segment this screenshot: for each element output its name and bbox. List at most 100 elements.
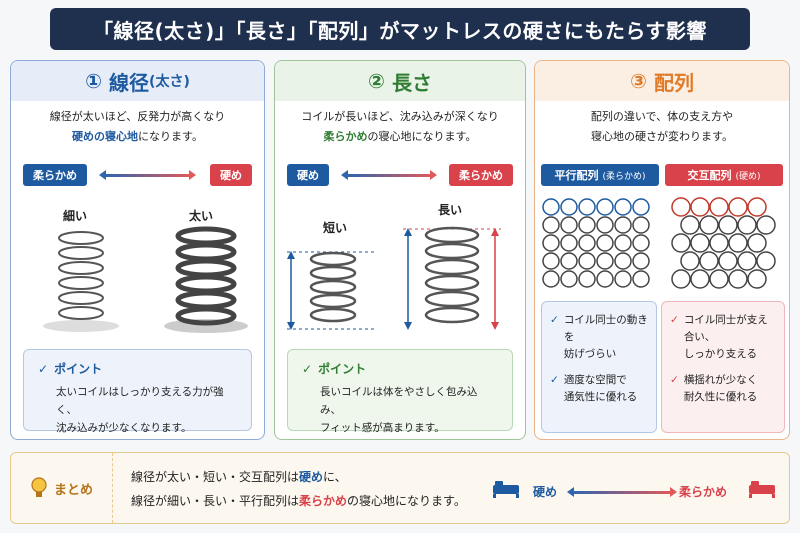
coil-circle xyxy=(542,270,560,288)
coil-circle xyxy=(756,215,776,235)
list-item: ✓コイル同士の動きを妨げづらい xyxy=(550,312,648,363)
coil-circle xyxy=(709,233,729,253)
parallel-title: 平行配列 xyxy=(554,169,599,182)
parallel-header: 平行配列(柔らかめ) xyxy=(541,164,659,186)
page-title: 「線径(太さ)」「長さ」「配列」がマットレスの硬さにもたらす影響 xyxy=(50,8,750,50)
check-icon: ✓ xyxy=(670,374,679,386)
coil-circle xyxy=(560,216,578,234)
column-title-sub: (太さ) xyxy=(149,74,190,90)
list-item: ✓ コイル同士が支え合い、しっかり支える xyxy=(670,312,776,363)
length-spring-illustration xyxy=(287,226,501,330)
desc-line: 柔らかめの寝心地になります。 xyxy=(275,127,525,147)
point-line: 沈み込みが少なくなります。 xyxy=(56,422,192,434)
summary-arrow xyxy=(567,487,677,497)
coil-circle xyxy=(632,216,650,234)
item-line: 妨げづらい xyxy=(563,348,617,360)
coil-circle xyxy=(542,216,560,234)
desc-line: 硬めの寝心地になります。 xyxy=(11,127,264,147)
coil-circle xyxy=(709,197,729,217)
summary-emphasis-hard: 硬め xyxy=(299,470,324,484)
check-icon: ✓ xyxy=(670,314,679,326)
coil-circle xyxy=(671,197,691,217)
hard-tag: 硬め xyxy=(287,164,329,186)
item-line: コイル同士が支え合い、 xyxy=(683,314,768,343)
summary-emphasis-soft: 柔らかめ xyxy=(299,494,348,508)
soft-tag: 柔らかめ xyxy=(23,164,87,186)
column-number: ① xyxy=(85,69,103,93)
column-title: 配列 xyxy=(653,70,694,95)
coil-circle xyxy=(614,270,632,288)
column-number: ② xyxy=(368,69,385,93)
coil-circle xyxy=(560,270,578,288)
hard-tag: 硬め xyxy=(210,164,252,186)
check-icon: ✓ xyxy=(38,361,49,376)
summary-box: まとめ 線径が太い・短い・交互配列は硬めに、 線径が細い・長い・平行配列は柔らか… xyxy=(10,452,790,524)
column-arrangement: ③ 配列 配列の違いで、体の支え方や 寝心地の硬さが変わります。 平行配列(柔ら… xyxy=(534,60,790,440)
thick-label: 太い xyxy=(189,209,214,223)
column-description: 線径が太いほど、反発力が高くなり 硬めの寝心地になります。 xyxy=(11,107,264,147)
summary-text-part: 線径が細い・長い・平行配列は xyxy=(131,494,300,508)
check-icon: ✓ xyxy=(550,314,559,326)
point-title-text: ポイント xyxy=(318,362,367,376)
point-line: 太いコイルはしっかり支える力が強く、 xyxy=(56,386,224,416)
coil-circle xyxy=(596,252,614,270)
coil-circle xyxy=(747,269,767,289)
coil-circle xyxy=(690,197,710,217)
coil-circle xyxy=(737,215,757,235)
coil-circle xyxy=(578,270,596,288)
summary-label: まとめ xyxy=(11,453,113,523)
summary-line: 線径が太い・短い・交互配列は硬めに、 xyxy=(131,465,466,489)
summary-soft-label: 柔らかめ xyxy=(679,485,728,499)
coil-circle xyxy=(671,269,691,289)
item-line: しっかり支える xyxy=(683,348,757,360)
column-number: ③ xyxy=(630,69,647,93)
coil-circle xyxy=(578,216,596,234)
point-text: 長いコイルは体をやさしく包み込み、 フィット感が高まります。 xyxy=(302,383,498,437)
coil-circle xyxy=(690,233,710,253)
column-description: コイルが長いほど、沈み込みが深くなり 柔らかめの寝心地になります。 xyxy=(275,107,525,147)
scale-arrow xyxy=(341,170,437,180)
coil-circle xyxy=(542,234,560,252)
short-label: 短い xyxy=(323,221,348,235)
coil-circle xyxy=(747,233,767,253)
alternate-sub: (硬め) xyxy=(735,171,761,182)
coil-circle xyxy=(632,252,650,270)
desc-line: 寝心地の硬さが変わります。 xyxy=(591,130,733,143)
coil-circle xyxy=(699,215,719,235)
coil-circle xyxy=(542,198,560,216)
soft-tag: 柔らかめ xyxy=(449,164,513,186)
list-item: ✓適度な空間で通気性に優れる xyxy=(550,372,648,406)
coil-circle xyxy=(718,251,738,271)
point-box: ✓ ポイント 長いコイルは体をやさしく包み込み、 フィット感が高まります。 xyxy=(287,349,513,434)
list-item: ✓横揺れが少なく耐久性に優れる xyxy=(670,372,776,406)
scale-arrow xyxy=(99,170,196,180)
coil-circle xyxy=(560,198,578,216)
check-icon: ✓ xyxy=(550,374,559,386)
column-length: ② 長さ コイルが長いほど、沈み込みが深くなり 柔らかめの寝心地になります。 硬… xyxy=(274,60,526,440)
summary-hard-label: 硬め xyxy=(533,485,558,499)
coil-circle xyxy=(699,251,719,271)
point-title-text: ポイント xyxy=(54,362,103,376)
coil-circle xyxy=(596,216,614,234)
coil-circle xyxy=(614,198,632,216)
arrangement-grids xyxy=(542,197,776,289)
point-box: ✓ ポイント 太いコイルはしっかり支える力が強く、 沈み込みが少なくなります。 xyxy=(23,349,252,434)
desc-emphasis: 硬めの寝心地 xyxy=(72,130,139,143)
summary-line: 線径が細い・長い・平行配列は柔らかめの寝心地になります。 xyxy=(131,489,466,513)
point-title: ✓ ポイント xyxy=(38,360,237,377)
coil-circle xyxy=(680,251,700,271)
coil-circle xyxy=(596,234,614,252)
coil-circle xyxy=(747,197,767,217)
coil-circle xyxy=(632,198,650,216)
bed-icon-hard xyxy=(493,481,519,498)
desc-line: 線径が太いほど、反発力が高くなり xyxy=(49,110,226,123)
point-title: ✓ ポイント xyxy=(302,360,498,377)
coil-circle xyxy=(690,269,710,289)
coil-circle xyxy=(680,215,700,235)
summary-text-part: の寝心地になります。 xyxy=(347,494,466,508)
desc-line: 配列の違いで、体の支え方や xyxy=(590,110,734,123)
point-line: 長いコイルは体をやさしく包み込み、 xyxy=(320,386,478,416)
coil-circle xyxy=(728,197,748,217)
coil-circle xyxy=(718,215,738,235)
point-text: 太いコイルはしっかり支える力が強く、 沈み込みが少なくなります。 xyxy=(38,383,237,437)
